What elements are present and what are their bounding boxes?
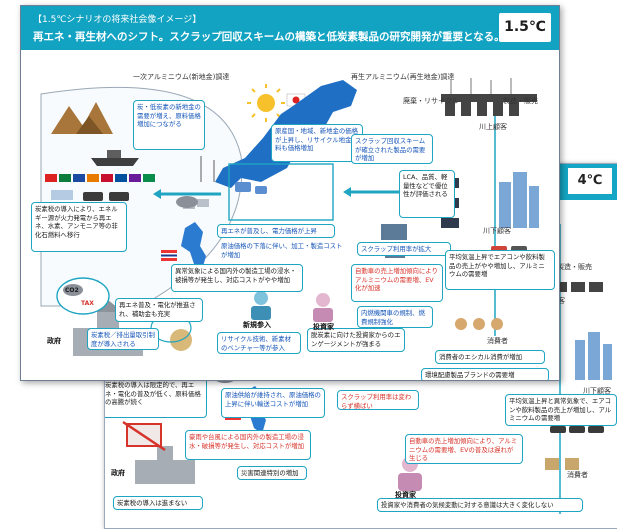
actor-government: 政府	[47, 337, 61, 345]
box-supply: 原油供給が維持され、原油価格の上昇に伴い輸送コストが増加	[221, 388, 325, 418]
box-carbon-system: 炭素税／排出量取引制度が導入される	[87, 328, 159, 350]
label-primary-procurement: 一次アルミニウム(新地金)調達	[133, 73, 230, 81]
box-carbon-tax-energy: 炭素税の導入により、エネルギー源が火力発電から再エネ、水素、アンモニア等の非化石…	[31, 202, 127, 252]
label-manufacture-4c: 製造・販売	[557, 263, 592, 271]
label-manufacture: 製造・販売	[503, 97, 538, 105]
label-downstream: 川下顧客	[483, 227, 511, 235]
label-upstream: 川上顧客	[479, 123, 507, 131]
box-aircon-demand: 平均気温上昇でエアコンや飲料製品の売上がやや増加し、アルミニウムの需要増	[445, 250, 555, 290]
box-china-price: 原産国・地域、新地金の価格が上昇し、リサイクル地金材料も価格増加	[271, 124, 363, 162]
box-gov-subsidy: 再エネ普及・電化が推進され、補助金も充実	[115, 298, 203, 322]
slide-title: 再エネ・再生材へのシフト。スクラップ回収スキームの構築と低炭素製品の研究開発が重…	[33, 31, 505, 43]
slide-4c-badge: 4℃	[568, 168, 612, 194]
scenario-badge: 1.5℃	[499, 13, 551, 42]
box-engine-regulation: 内燃機関車の規制、燃費規制強化	[357, 306, 433, 328]
tax-label: TAX	[81, 300, 94, 307]
box-disaster: 災害関連特別の増加	[237, 466, 307, 480]
box-renewable-price: 再エネが普及し、電力価格が上昇	[217, 224, 335, 238]
box-abnormal-weather: 異常気象による国内外の製造工場の浸水・被損等が発生し、対応コストがやや増加	[171, 264, 303, 292]
label-consumer-4c: 消費者	[567, 471, 588, 479]
box-lca: LCA、品質、軽量性などで優位性が評価される	[399, 170, 455, 218]
slide-1-5c-illustrations	[40, 78, 539, 356]
co2-label: CO2	[65, 287, 79, 294]
box-esg-engagement: 脱炭素に向けた投資家からのエンゲージメントが強まる	[307, 328, 405, 352]
box-notax: 炭素税の導入は進まない	[113, 496, 203, 510]
box-green-brand: 環境配慮製品ブランドの需要増	[421, 368, 549, 380]
label-recycled-procurement: 再生アルミニウム(再生地金)調達	[351, 73, 455, 81]
actor-gov-4c: 政府	[111, 469, 125, 477]
label-consumer: 消費者	[487, 337, 508, 345]
box-ac-4c: 平均気温上昇と異常気象で、エアコンや飲料製品の売上が増加し、アルミニウムの需要増	[505, 394, 617, 426]
box-typhoon: 豪雨や台風による国内外の製造工場の浸水・破損等が発生し、対応コストが増加	[185, 430, 311, 460]
slide-1-5c-header: 【1.5℃シナリオの将来社会像イメージ】 再エネ・再生材へのシフト。スクラップ回…	[21, 6, 559, 50]
box-recycle-venture: リサイクル技術、新素材のベンチャー等が参入	[217, 332, 301, 354]
box-carbon-partial: 炭素税の導入は限定的で、再エネ・電化の普及が低く、原料価格の高騰が続く	[105, 378, 207, 418]
box-ethical: 消費者のエシカル消費が増加	[435, 350, 545, 364]
box-investor-4c: 投資家や消費者の気候変動に対する意識は大きく変化しない	[377, 498, 583, 512]
actor-investor-4c: 投資家	[395, 491, 416, 499]
slide-subtitle: 【1.5℃シナリオの将来社会像イメージ】	[33, 15, 202, 25]
slide-1-5c: 【1.5℃シナリオの将来社会像イメージ】 再エネ・再生材へのシフト。スクラップ回…	[20, 5, 560, 381]
actor-new-entrant: 新規参入	[243, 321, 271, 329]
actor-investor: 投資家	[313, 323, 334, 331]
box-scrap-rate: スクラップ利用率が拡大	[357, 242, 451, 256]
box-demand: 炭・低炭素の新地金の需要が増え、原料価格増加につながる	[133, 100, 205, 150]
text-raw-cost: 原油価格の下落に伴い、加工・製造コストが増加	[221, 242, 343, 259]
box-scrap-small: スクラップ利用率は変わらず横ばい	[337, 390, 419, 410]
box-auto-demand: 自動車の売上増加傾向によりアルミニウムの需要増、EV化が加速	[351, 264, 443, 302]
label-collect: 廃棄・リサイクル	[403, 97, 459, 105]
label-downstream-4c: 川下顧客	[583, 387, 611, 395]
box-scrap-scheme: スクラップ回収スキームが確立された製品の需要が増加	[351, 134, 433, 164]
box-ev: 自動車の売上増加傾向により、アルミニウムの需要増、EVの普及は遅れが生じる	[405, 434, 523, 464]
